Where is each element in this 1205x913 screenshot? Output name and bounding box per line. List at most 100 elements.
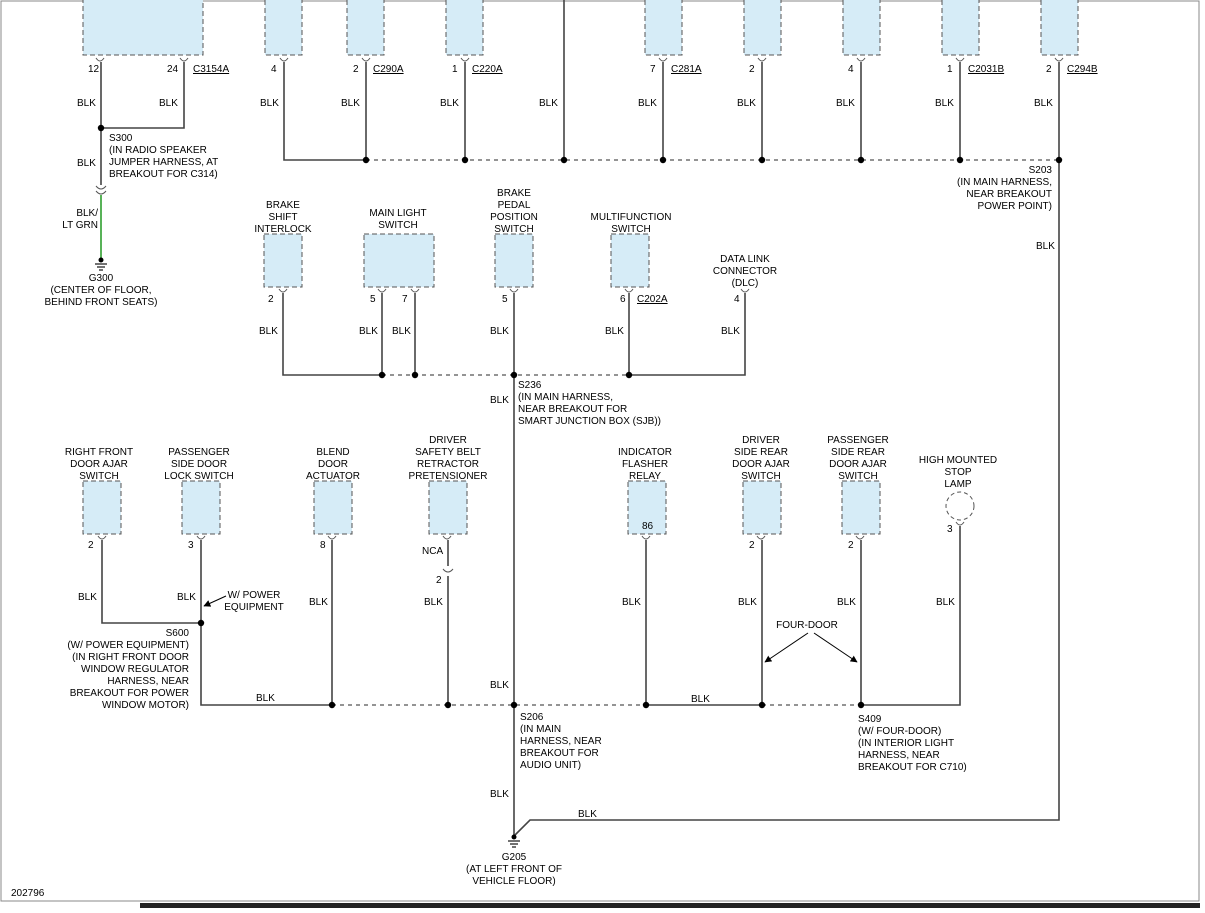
- svg-text:HARNESS, NEAR: HARNESS, NEAR: [520, 736, 602, 747]
- connector-label-c220a: C220A: [472, 64, 503, 75]
- svg-text:SWITCH: SWITCH: [79, 471, 118, 482]
- svg-text:(W/ FOUR-DOOR): (W/ FOUR-DOOR): [858, 726, 941, 737]
- svg-text:(IN RIGHT FRONT DOOR: (IN RIGHT FRONT DOOR: [72, 652, 189, 663]
- svg-text:SMART JUNCTION BOX (SJB)): SMART JUNCTION BOX (SJB)): [518, 416, 661, 427]
- pointer-arrows: [203, 595, 858, 663]
- svg-text:BLK: BLK: [490, 789, 509, 800]
- svg-text:BLK: BLK: [936, 597, 955, 608]
- multifunction-switch-label: MULTIFUNCTION SWITCH: [591, 212, 672, 235]
- component-box-3: [445, 0, 484, 56]
- driver-side-rear-door-ajar-switch-label: DRIVER SIDE REAR DOOR AJAR SWITCH: [732, 435, 790, 482]
- g300-label: G300 (CENTER OF FLOOR, BEHIND FRONT SEAT…: [45, 273, 158, 308]
- top-components: [82, 0, 1079, 56]
- svg-text:HARNESS, NEAR: HARNESS, NEAR: [107, 676, 189, 687]
- svg-text:2: 2: [436, 575, 442, 586]
- svg-text:2: 2: [848, 540, 854, 551]
- svg-text:DRIVER: DRIVER: [742, 435, 780, 446]
- g205-label: G205 (AT LEFT FRONT OF VEHICLE FLOOR): [466, 852, 562, 887]
- pin-label: 2: [1046, 64, 1052, 75]
- svg-text:FLASHER: FLASHER: [622, 459, 668, 470]
- wire-color-label: BLK: [1034, 98, 1053, 109]
- indicator-flasher-relay-label: INDICATOR FLASHER RELAY: [618, 447, 672, 482]
- svg-text:S600: S600: [166, 628, 190, 639]
- svg-text:BLK: BLK: [721, 326, 740, 337]
- svg-text:W/ POWER: W/ POWER: [228, 590, 281, 601]
- svg-text:BLK: BLK: [490, 680, 509, 691]
- middle-splices: [378, 371, 633, 379]
- svg-text:7: 7: [402, 294, 408, 305]
- w-power-equipment-label: W/ POWER EQUIPMENT: [224, 590, 283, 613]
- svg-text:SWITCH: SWITCH: [741, 471, 780, 482]
- svg-text:DOOR AJAR: DOOR AJAR: [732, 459, 790, 470]
- component-box-7: [941, 0, 980, 56]
- svg-text:NEAR BREAKOUT: NEAR BREAKOUT: [966, 189, 1052, 200]
- svg-text:RELAY: RELAY: [629, 471, 661, 482]
- svg-text:NEAR BREAKOUT FOR: NEAR BREAKOUT FOR: [518, 404, 627, 415]
- svg-text:WINDOW MOTOR): WINDOW MOTOR): [102, 700, 189, 711]
- svg-text:POSITION: POSITION: [490, 212, 538, 223]
- svg-text:SIDE REAR: SIDE REAR: [831, 447, 885, 458]
- svg-text:G205: G205: [502, 852, 527, 863]
- svg-text:SIDE DOOR: SIDE DOOR: [171, 459, 227, 470]
- svg-text:S206: S206: [520, 712, 544, 723]
- svg-text:(AT LEFT FRONT OF: (AT LEFT FRONT OF: [466, 864, 562, 875]
- svg-text:2: 2: [749, 540, 755, 551]
- driver-side-rear-door-ajar-switch-box: [742, 480, 782, 535]
- blend-door-actuator-box: [313, 480, 353, 535]
- svg-text:(IN MAIN: (IN MAIN: [520, 724, 561, 735]
- svg-text:BLK: BLK: [256, 693, 275, 704]
- svg-text:MAIN LIGHT: MAIN LIGHT: [369, 208, 426, 219]
- wire-color-label: BLK: [539, 98, 558, 109]
- svg-text:BREAKOUT FOR C710): BREAKOUT FOR C710): [858, 762, 967, 773]
- connector-label-c290a: C290A: [373, 64, 404, 75]
- component-box-6: [842, 0, 881, 56]
- s600-splice-label: S600 (W/ POWER EQUIPMENT) (IN RIGHT FRON…: [67, 628, 189, 711]
- svg-text:DOOR AJAR: DOOR AJAR: [70, 459, 128, 470]
- svg-text:BLK: BLK: [392, 326, 411, 337]
- svg-text:CONNECTOR: CONNECTOR: [713, 266, 777, 277]
- pin-label: 7: [650, 64, 656, 75]
- s236-splice-label: S236 (IN MAIN HARNESS, NEAR BREAKOUT FOR…: [518, 380, 661, 427]
- svg-text:WINDOW REGULATOR: WINDOW REGULATOR: [81, 664, 189, 675]
- svg-text:PRETENSIONER: PRETENSIONER: [409, 471, 488, 482]
- svg-text:BLK: BLK: [622, 597, 641, 608]
- svg-text:SWITCH: SWITCH: [838, 471, 877, 482]
- svg-text:3: 3: [188, 540, 194, 551]
- wire-color-label: BLK: [260, 98, 279, 109]
- svg-text:DATA LINK: DATA LINK: [720, 254, 770, 265]
- svg-text:BRAKE: BRAKE: [266, 200, 300, 211]
- svg-text:BLK: BLK: [177, 592, 196, 603]
- connector-label-c2031b: C2031B: [968, 64, 1004, 75]
- high-mounted-stop-lamp-label: HIGH MOUNTED STOP LAMP: [919, 455, 997, 490]
- wire-color-label: BLK: [77, 98, 96, 109]
- wire-color-label: BLK: [935, 98, 954, 109]
- svg-text:S409: S409: [858, 714, 882, 725]
- passenger-side-door-lock-switch-box: [181, 480, 221, 535]
- svg-text:LT GRN: LT GRN: [62, 220, 98, 231]
- wire-color-label: BLK: [836, 98, 855, 109]
- figure-id: 202796: [11, 888, 45, 899]
- s203-splice-label: S203 (IN MAIN HARNESS, NEAR BREAKOUT POW…: [957, 165, 1052, 212]
- bottom-pin-labels: 2 3 8 2 86 2 2 3 NCA: [88, 521, 953, 586]
- svg-text:8: 8: [320, 540, 326, 551]
- svg-text:S300: S300: [109, 133, 133, 144]
- svg-text:BREAKOUT FOR C314): BREAKOUT FOR C314): [109, 169, 218, 180]
- svg-text:STOP: STOP: [944, 467, 971, 478]
- svg-text:LOCK SWITCH: LOCK SWITCH: [164, 471, 233, 482]
- svg-text:SWITCH: SWITCH: [378, 220, 417, 231]
- bottom-splices: [197, 619, 865, 709]
- pin-label: 4: [271, 64, 277, 75]
- blend-door-actuator-label: BLEND DOOR ACTUATOR: [306, 447, 360, 482]
- svg-text:RIGHT FRONT: RIGHT FRONT: [65, 447, 133, 458]
- high-mounted-stop-lamp-symbol: [945, 491, 975, 521]
- s206-splice-label: S206 (IN MAIN HARNESS, NEAR BREAKOUT FOR…: [520, 712, 602, 771]
- connector-label-c294b: C294B: [1067, 64, 1098, 75]
- passenger-side-rear-door-ajar-switch-label: PASSENGER SIDE REAR DOOR AJAR SWITCH: [827, 435, 889, 482]
- indicator-flasher-relay-box: [627, 480, 667, 535]
- pin-label: 2: [353, 64, 359, 75]
- g205-ground-symbol: [508, 834, 520, 848]
- component-box-8: [1040, 0, 1079, 56]
- wire-color-label: BLK: [638, 98, 657, 109]
- safety-belt-pretensioner-box: [428, 480, 468, 535]
